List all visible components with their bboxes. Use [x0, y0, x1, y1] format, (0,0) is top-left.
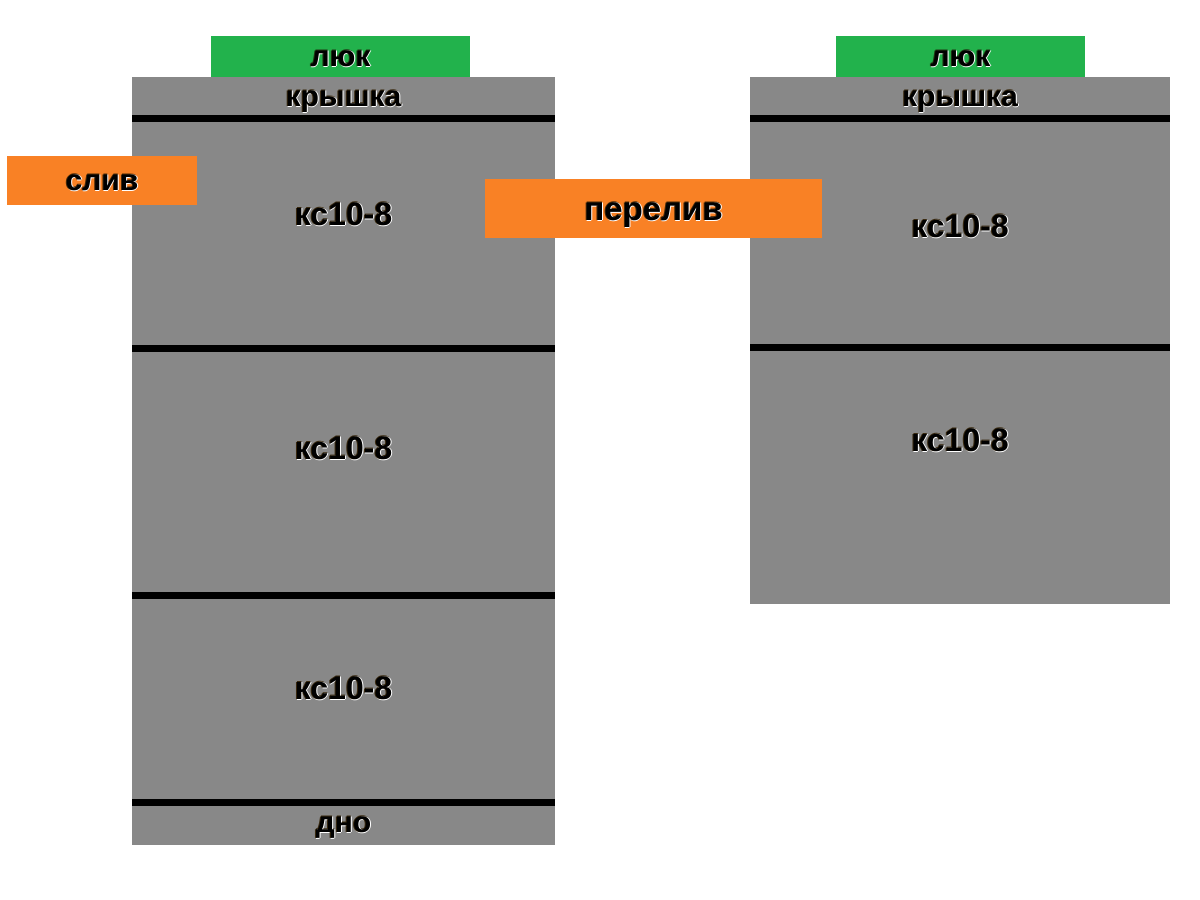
left-tank-ring-3-label: кс10-8	[294, 670, 393, 706]
drain-pipe-callout: слив	[7, 156, 197, 205]
left-tank-hatch-callout: люк	[211, 36, 470, 77]
left-tank-joint-lid	[132, 115, 555, 122]
left-tank-joint-2	[132, 592, 555, 599]
right-tank-hatch-callout: люк	[836, 36, 1085, 77]
right-tank-ring-1-label: кс10-8	[911, 208, 1009, 244]
right-tank-lid-label: крышка	[902, 80, 1018, 113]
left-tank-joint-1	[132, 345, 555, 352]
left-tank-bottom-label: дно	[315, 806, 372, 839]
left-tank-ring-2-label: кс10-8	[294, 430, 393, 466]
right-tank-joint-1	[750, 344, 1170, 351]
left-tank-lid-label: крышка	[285, 80, 402, 113]
right-tank-joint-lid	[750, 115, 1170, 122]
left-tank-body	[132, 77, 555, 845]
left-tank-joint-bottom	[132, 799, 555, 806]
right-tank-body	[750, 77, 1170, 604]
right-tank-ring-2-label: кс10-8	[911, 422, 1009, 458]
overflow-pipe-callout: перелив	[485, 179, 822, 238]
left-tank-ring-1-label: кс10-8	[294, 196, 393, 232]
